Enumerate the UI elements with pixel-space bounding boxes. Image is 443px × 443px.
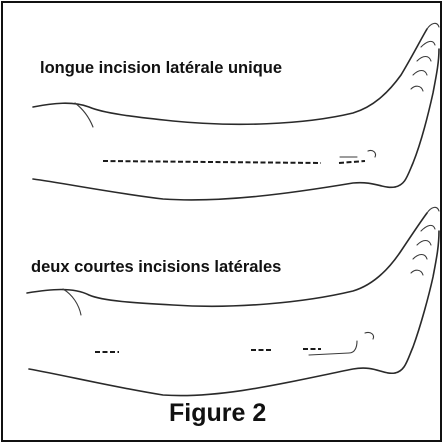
top-leg-drawing bbox=[33, 23, 439, 200]
figure-caption: Figure 2 bbox=[169, 399, 266, 428]
bottom-leg-drawing bbox=[27, 207, 439, 395]
bottom-panel-label: deux courtes incisions latérales bbox=[31, 258, 281, 277]
distal-incision-mark bbox=[339, 161, 365, 163]
long-incision-line bbox=[103, 161, 321, 163]
top-panel-label: longue incision latérale unique bbox=[40, 59, 282, 78]
